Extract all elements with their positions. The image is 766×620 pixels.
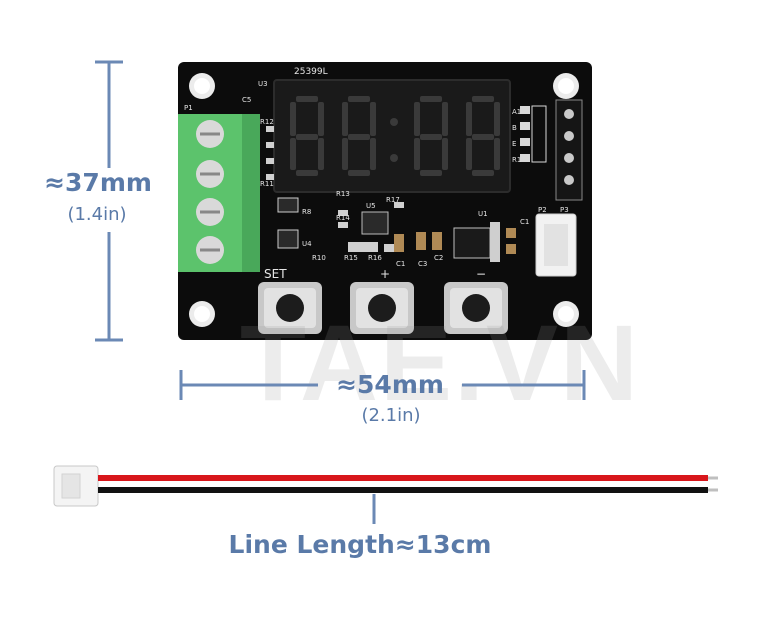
button-set (258, 282, 322, 334)
display-segment (296, 134, 318, 140)
width-mm-label: ≈54mm (336, 370, 444, 399)
button-plus (350, 282, 414, 334)
svg-text:C1: C1 (520, 218, 529, 226)
display-segment (420, 134, 442, 140)
part-number: 25399L (294, 67, 328, 77)
display-segment (466, 102, 472, 136)
svg-text:R14: R14 (336, 214, 350, 222)
cable (53, 465, 718, 524)
svg-text:U5: U5 (366, 202, 376, 210)
display-segment (296, 96, 318, 102)
svg-text:P2: P2 (538, 206, 547, 214)
label-minus: − (476, 267, 486, 281)
label-set: SET (264, 267, 287, 281)
svg-text:C3: C3 (418, 260, 427, 268)
svg-text:R10: R10 (312, 254, 326, 262)
label-plus: + (380, 267, 390, 281)
display-segment (342, 102, 348, 136)
display-segment (472, 96, 494, 102)
svg-text:U1: U1 (478, 210, 488, 218)
display-segment (442, 138, 448, 170)
jst-connector-icon (53, 465, 99, 507)
display-segment (420, 96, 442, 102)
svg-text:R11: R11 (260, 180, 274, 188)
width-arrow-icon (179, 370, 586, 400)
display-segment (420, 170, 442, 176)
svg-text:A1: A1 (512, 108, 521, 116)
colon-dot (390, 118, 398, 126)
display-segment (472, 170, 494, 176)
display-segment (318, 138, 324, 170)
svg-text:R16: R16 (368, 254, 382, 262)
height-arrow-icon (95, 60, 123, 342)
display-segment (348, 96, 370, 102)
svg-text:R13: R13 (336, 190, 350, 198)
seven-segment-display (290, 96, 500, 176)
display-segment (348, 170, 370, 176)
display-segment (290, 138, 296, 170)
button-minus (444, 282, 508, 334)
display-segment (370, 138, 376, 170)
svg-text:R8: R8 (302, 208, 311, 216)
display-segment (472, 134, 494, 140)
display-segment (370, 102, 376, 136)
svg-text:P3: P3 (560, 206, 569, 214)
svg-text:R17: R17 (386, 196, 400, 204)
height-mm-label: ≈37mm (44, 168, 152, 197)
watermark: TAE.VN (240, 302, 641, 423)
svg-text:C1: C1 (396, 260, 405, 268)
display-segment (414, 138, 420, 170)
svg-text:R1: R1 (512, 156, 521, 164)
svg-text:R12: R12 (260, 118, 274, 126)
colon-dot (390, 154, 398, 162)
height-in-label: (1.4in) (67, 204, 127, 225)
display-segment (296, 170, 318, 176)
svg-text:P1: P1 (184, 104, 193, 112)
pcb-board: 25399L SET + − P1 U3 C5 R12 R11 R13 R8 R… (178, 62, 592, 340)
display-segment (494, 138, 500, 170)
display-segment (442, 102, 448, 136)
display-segment (342, 138, 348, 170)
display-segment (290, 102, 296, 136)
svg-text:C2: C2 (434, 254, 443, 262)
display-segment (494, 102, 500, 136)
svg-text:E: E (512, 140, 516, 148)
display-segment (414, 102, 420, 136)
svg-text:C5: C5 (242, 96, 251, 104)
mounting-hole-icon (189, 73, 579, 327)
display-segment (318, 102, 324, 136)
svg-text:B: B (512, 124, 517, 132)
svg-text:R15: R15 (344, 254, 358, 262)
width-in-label: (2.1in) (361, 405, 421, 426)
display-segment (348, 134, 370, 140)
line-length-label: Line Length≈13cm (228, 530, 492, 559)
svg-text:U4: U4 (302, 240, 312, 248)
svg-text:U3: U3 (258, 80, 268, 88)
display-segment (466, 138, 472, 170)
